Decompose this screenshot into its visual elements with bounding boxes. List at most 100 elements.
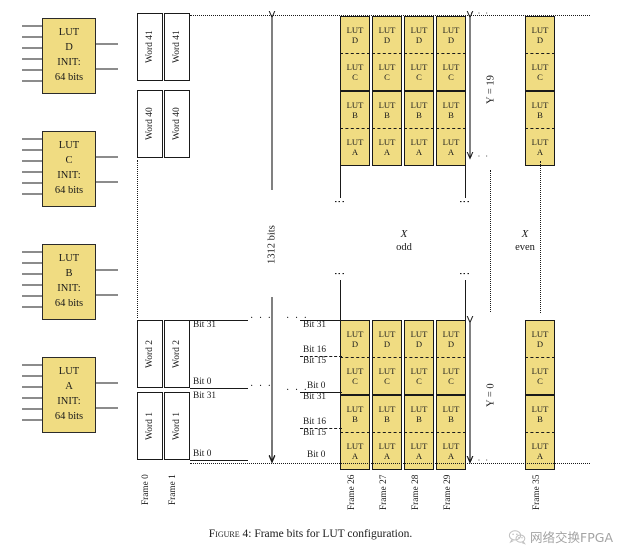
top-boundary-dotted-line: [190, 15, 590, 16]
bit-label-word1-bottom: Bit 0: [193, 449, 212, 459]
slice-letter: B: [537, 414, 543, 424]
slice-name: LUT: [531, 136, 549, 147]
x-odd-annotation: X odd: [360, 227, 448, 255]
slice-letter: B: [416, 110, 422, 120]
slice-name: LUT: [346, 440, 364, 451]
word-cell-frame1-word2: Word 2: [164, 320, 190, 388]
slice-lut-b: LUT B: [340, 395, 370, 433]
slice-name: LUT: [346, 365, 364, 376]
slice-letter: C: [384, 376, 390, 386]
slice-lut-d: LUT D: [436, 16, 466, 54]
frame-label-frame35: Frame 35: [532, 474, 542, 510]
word-cell-frame1-word1: Word 1: [164, 392, 190, 460]
rail-odd-right-bot: [465, 280, 467, 320]
lut-macro-name: LUT: [58, 366, 80, 378]
lut-macro-name: LUT: [58, 27, 80, 39]
slice-letter: D: [351, 339, 359, 349]
lut-macro-init-label: INIT:: [57, 396, 81, 407]
slice-letter: D: [351, 35, 359, 45]
slice-lut-d: LUT D: [404, 16, 434, 54]
lut-macro-block-c: LUT C INIT: 64 bits: [42, 131, 96, 207]
frame-label-frame26: Frame 26: [347, 474, 357, 510]
bit-label-word1-top: Bit 31: [193, 391, 216, 401]
word-cell-frame0-word2: Word 2: [137, 320, 163, 388]
slice-lut-b: LUT B: [372, 395, 402, 433]
slice-letter: B: [448, 110, 454, 120]
slice-name: LUT: [346, 24, 364, 35]
slice-letter: C: [352, 72, 358, 82]
bottom-boundary-dotted-line: [190, 463, 590, 464]
word-cell-label: Word 1: [145, 412, 155, 440]
slice-name: LUT: [378, 61, 396, 72]
word-cell-label: Word 40: [172, 107, 182, 141]
slice-lut-c: LUT C: [436, 358, 466, 395]
column-ellipsis-odd-left-top: ⋮: [333, 196, 345, 207]
x-even-parity: even: [515, 242, 535, 254]
slice-letter: A: [536, 147, 544, 157]
figure-caption-prefix: Figure 4:: [208, 528, 252, 540]
slice-stack-odd-c2-top: LUT D LUT C LUT B LUT A: [404, 16, 434, 166]
figure-caption-text: Frame bits for LUT configuration.: [254, 528, 413, 540]
slice-letter: A: [536, 451, 544, 461]
slice-name: LUT: [378, 136, 396, 147]
slice-lut-c: LUT C: [525, 54, 555, 91]
slice-lut-c: LUT C: [372, 358, 402, 395]
slice-lut-b: LUT B: [525, 395, 555, 433]
slice-bit-ellipsis-top: · · ·: [286, 313, 309, 324]
word-cell-label: Word 41: [145, 30, 155, 64]
slice-lut-c: LUT C: [372, 54, 402, 91]
slice-lut-a: LUT A: [340, 129, 370, 166]
slice-name: LUT: [442, 440, 460, 451]
column-ellipsis-odd-right-bot: ⋮: [458, 268, 470, 279]
slice-letter: B: [448, 414, 454, 424]
slice-letter: C: [537, 376, 543, 386]
slice-name: LUT: [442, 403, 460, 414]
slice-name: LUT: [410, 328, 428, 339]
slice-name: LUT: [378, 365, 396, 376]
slice-lut-d: LUT D: [525, 320, 555, 358]
slice-lut-c: LUT C: [525, 358, 555, 395]
slice-name: LUT: [346, 99, 364, 110]
slice-letter: B: [352, 414, 358, 424]
column-ellipsis-odd-right-top: ⋮: [458, 196, 470, 207]
slice-name: LUT: [531, 403, 549, 414]
slice-name: LUT: [410, 136, 428, 147]
slice-name: LUT: [442, 24, 460, 35]
y-annotation-top: Y = 19: [485, 75, 497, 105]
word-cell-label: Word 41: [172, 30, 182, 64]
slice-lut-b: LUT B: [372, 91, 402, 129]
frame-height-annotation: 1312 bits: [266, 225, 278, 265]
slice-name: LUT: [378, 24, 396, 35]
slice-name: LUT: [531, 365, 549, 376]
slice-name: LUT: [531, 24, 549, 35]
slice-letter: B: [384, 110, 390, 120]
lut-macro-init-size: 64 bits: [54, 184, 84, 196]
slice-letter: A: [383, 451, 391, 461]
bit-rule-word1-bottom: [190, 460, 248, 462]
slice-letter: C: [448, 376, 454, 386]
slice-lut-b: LUT B: [404, 91, 434, 129]
slice-bit-label-c-top: Bit 15: [303, 356, 326, 366]
x-odd-symbol: X: [400, 228, 408, 240]
slice-lut-d: LUT D: [372, 320, 402, 358]
slice-lut-b: LUT B: [404, 395, 434, 433]
lut-macro-name: LUT: [58, 140, 80, 152]
word-cell-frame0-word1: Word 1: [137, 392, 163, 460]
frame-label-frame1: Frame 1: [168, 474, 178, 506]
frame-label-frame28: Frame 28: [411, 474, 421, 510]
lut-macro-init-size: 64 bits: [54, 71, 84, 83]
slice-name: LUT: [442, 99, 460, 110]
slice-lut-a: LUT A: [372, 129, 402, 166]
slice-letter: C: [384, 72, 390, 82]
slice-name: LUT: [410, 365, 428, 376]
slice-lut-a: LUT A: [525, 433, 555, 470]
slice-letter: C: [416, 376, 422, 386]
slice-lut-b: LUT B: [525, 91, 555, 129]
slice-name: LUT: [378, 403, 396, 414]
slice-name: LUT: [442, 328, 460, 339]
x-odd-parity: odd: [396, 242, 412, 254]
slice-letter: D: [536, 35, 544, 45]
x-even-symbol: X: [521, 228, 529, 240]
word-cell-label: Word 2: [172, 340, 182, 368]
word-cell-label: Word 1: [172, 412, 182, 440]
